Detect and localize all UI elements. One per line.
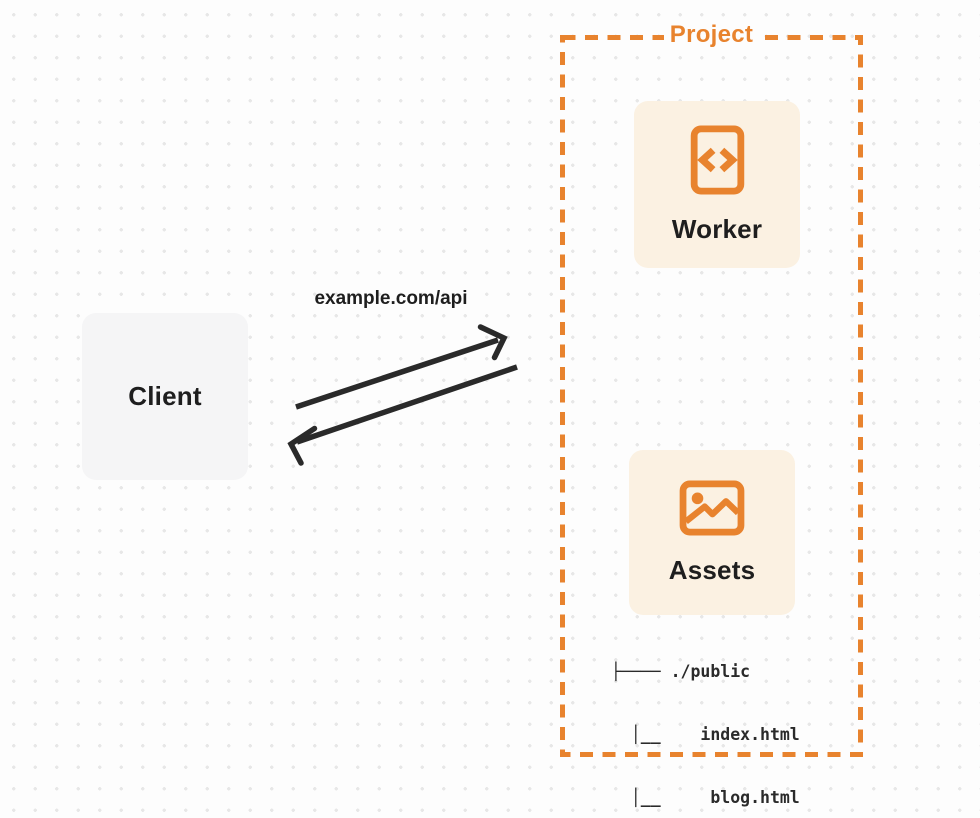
request-url-label: example.com/api bbox=[314, 288, 468, 309]
response-arrow-head bbox=[287, 425, 318, 466]
assets-file-tree: ├──── ./public │__ index.html │__ blog.h… bbox=[611, 619, 800, 818]
assets-node: Assets bbox=[629, 450, 795, 615]
client-label: Client bbox=[128, 381, 202, 411]
worker-node: Worker bbox=[634, 101, 800, 268]
project-dashed-border bbox=[560, 35, 863, 757]
file-tree-line: │__ blog.html bbox=[611, 788, 800, 807]
project-border-rect bbox=[560, 35, 863, 757]
worker-label: Worker bbox=[671, 213, 763, 244]
assets-label: Assets bbox=[668, 554, 756, 585]
project-label-wrap: Project bbox=[560, 21, 863, 49]
client-node: Client bbox=[82, 313, 248, 480]
file-tree-line: │__ index.html bbox=[611, 725, 800, 744]
request-arrow-line bbox=[295, 337, 499, 410]
image-icon bbox=[679, 479, 745, 536]
file-tree-line: ├──── ./public bbox=[611, 662, 751, 681]
code-brackets-icon bbox=[690, 124, 744, 195]
project-label: Project bbox=[663, 21, 760, 49]
response-arrow-line bbox=[296, 364, 518, 445]
request-arrow-head bbox=[477, 324, 508, 361]
